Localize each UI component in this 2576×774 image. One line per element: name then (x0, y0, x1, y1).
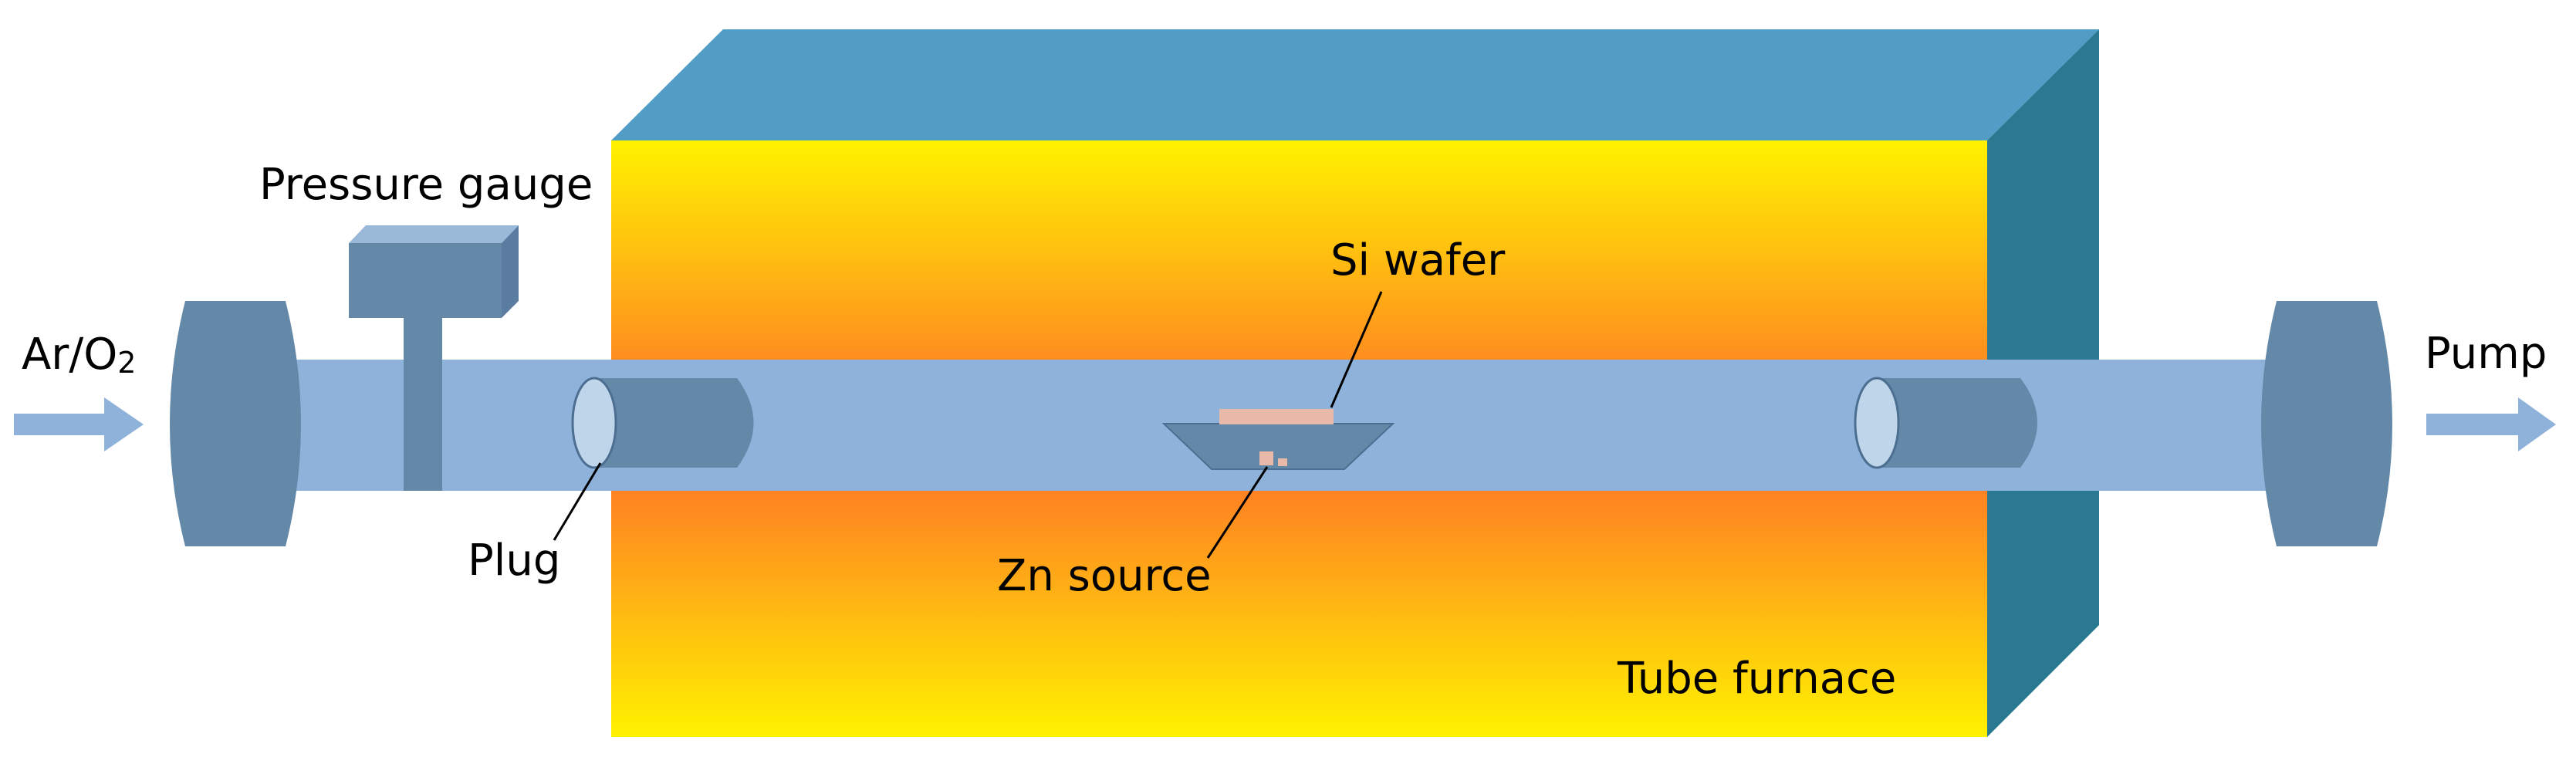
outlet-arrow-icon (2426, 397, 2556, 451)
pump-label: Pump (2425, 329, 2547, 379)
source-leader-line (1206, 466, 1269, 559)
gauge-stem (404, 318, 442, 491)
gauge-body (349, 243, 502, 318)
zn-source-label: Zn source (997, 551, 1212, 601)
furnace-top-face (611, 29, 2099, 140)
right-plug-face (1854, 377, 1900, 469)
left-flange (170, 301, 301, 546)
zn-source-small (1278, 458, 1287, 466)
gauge-top-face (349, 225, 519, 243)
inlet-arrow-icon (14, 397, 144, 451)
si-wafer-label: Si wafer (1330, 235, 1506, 286)
gas-inlet-label: Ar/O2 (22, 330, 136, 380)
plug-label: Plug (468, 536, 560, 586)
pressure-gauge (349, 225, 519, 491)
right-flange (2261, 301, 2392, 546)
left-plug-face (571, 377, 617, 469)
pressure-gauge-label: Pressure gauge (259, 160, 593, 210)
gauge-side-face (502, 225, 519, 318)
left-plug (571, 377, 754, 469)
tube-furnace-label: Tube furnace (1617, 654, 1896, 704)
wafer-leader-line (1330, 291, 1383, 408)
si-wafer (1219, 409, 1334, 424)
zn-source-large (1259, 451, 1273, 465)
right-plug (1854, 377, 2037, 469)
plug-leader-line (553, 462, 602, 541)
